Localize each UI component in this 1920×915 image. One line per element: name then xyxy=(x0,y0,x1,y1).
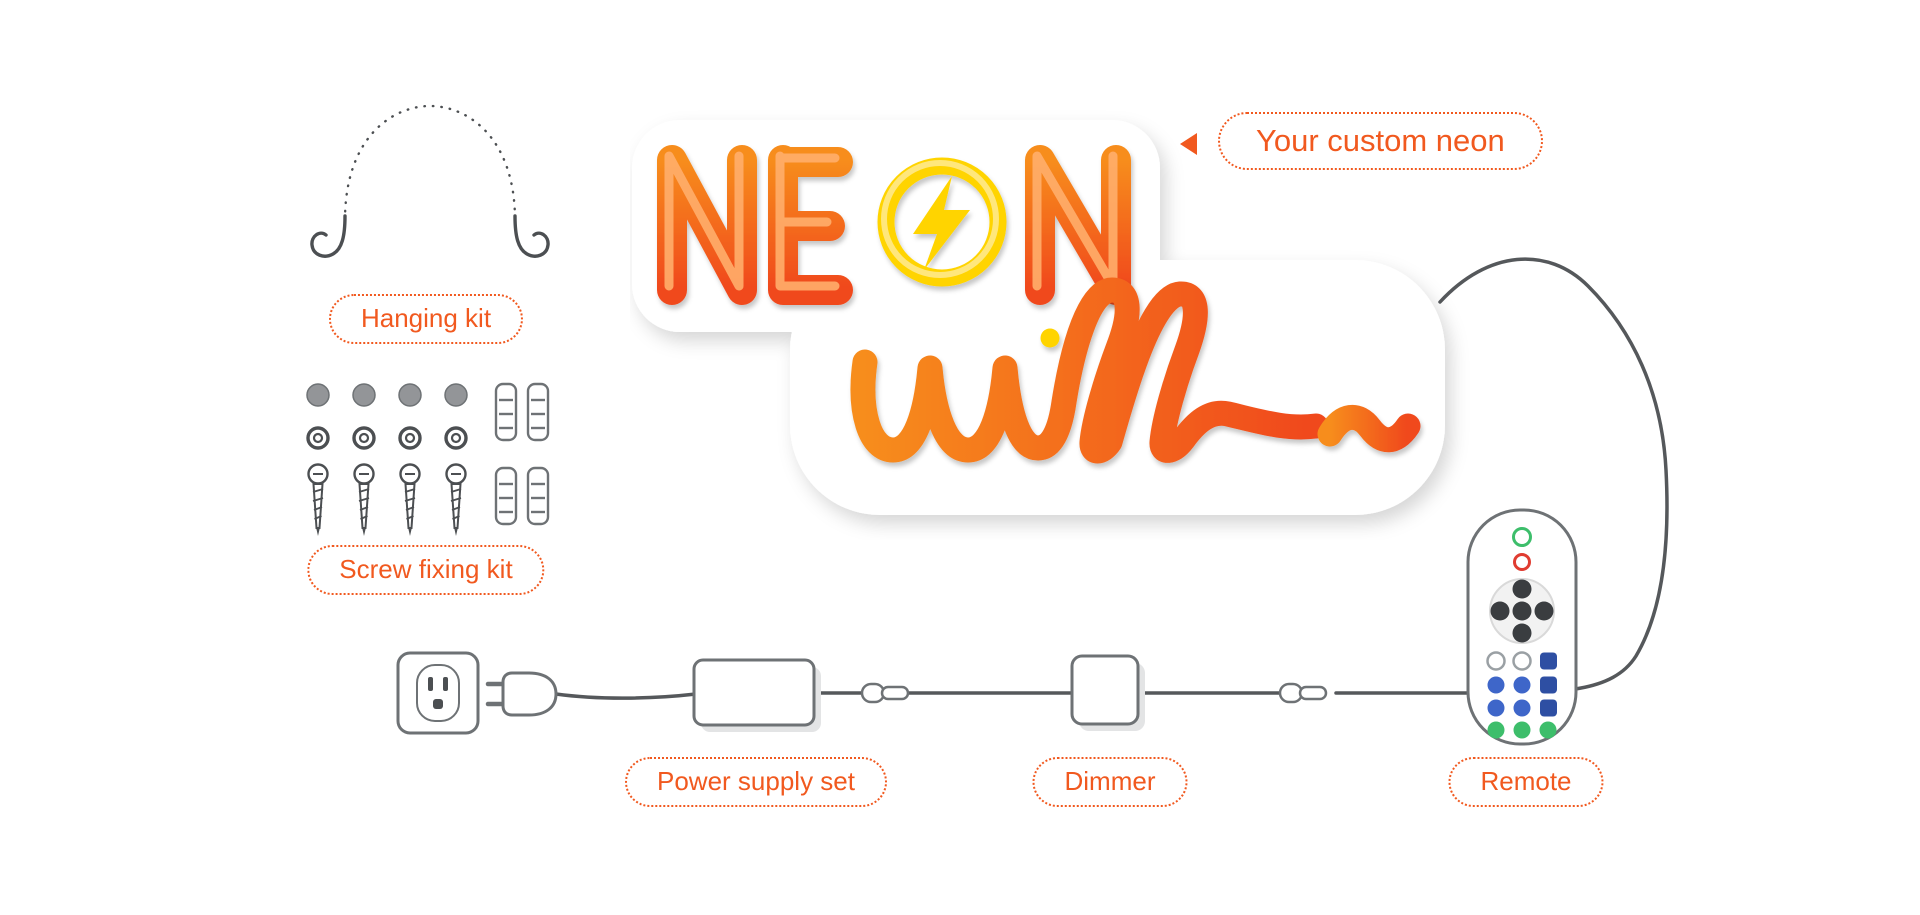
remote-illustration xyxy=(1466,508,1578,746)
wall-anchors xyxy=(494,466,550,526)
record-button xyxy=(1513,553,1531,571)
wall-anchors xyxy=(494,382,550,442)
power-button xyxy=(1512,527,1532,547)
dimmer-icon xyxy=(1070,654,1145,731)
neon-word xyxy=(657,145,1131,305)
hook-icon xyxy=(513,214,550,258)
lightning-bolt-icon xyxy=(877,157,1007,287)
hanging-kit-label: Hanging kit xyxy=(328,294,524,344)
screw-caps xyxy=(306,383,468,407)
power-supply-label: Power supply set xyxy=(625,757,887,807)
function-buttons xyxy=(1486,651,1557,739)
dimmer-label: Dimmer xyxy=(1032,757,1188,807)
wall-outlet-icon xyxy=(396,651,480,735)
power-plug-icon xyxy=(485,671,558,717)
power-brick-icon xyxy=(692,658,821,732)
cable-connector-icon xyxy=(1278,682,1328,704)
dpad xyxy=(1489,578,1555,644)
custom-neon-callout: Your custom neon xyxy=(1218,112,1543,170)
neon-sign xyxy=(632,120,1445,515)
washers xyxy=(306,426,468,450)
wire-plug-to-brick xyxy=(555,692,697,700)
sign-cable xyxy=(1334,257,1669,695)
remote-label: Remote xyxy=(1448,757,1604,807)
screw-kit-illustration xyxy=(306,382,550,536)
arrow-left-icon xyxy=(1180,133,1197,155)
hanging-string xyxy=(343,104,517,222)
screw-fixing-kit-label: Screw fixing kit xyxy=(307,545,545,595)
screws xyxy=(307,463,467,536)
i-dot xyxy=(1040,328,1060,348)
hook-icon xyxy=(310,214,347,258)
cable-connector-icon xyxy=(860,682,910,704)
script-word xyxy=(850,277,1421,464)
hanging-kit-illustration xyxy=(310,104,550,258)
